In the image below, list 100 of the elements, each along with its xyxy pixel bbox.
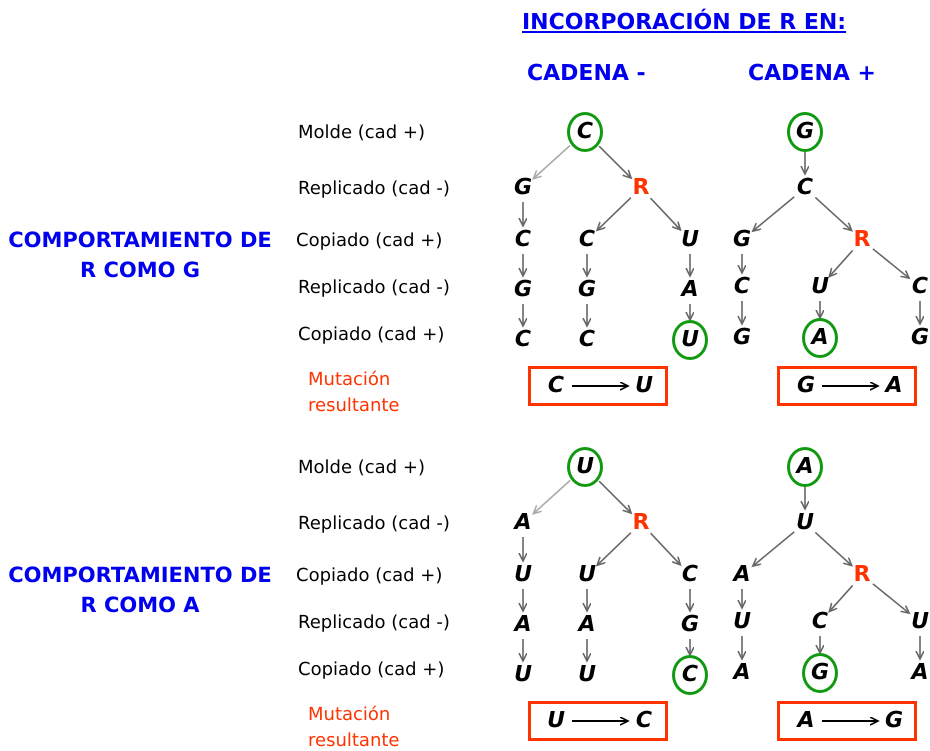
analog-letter: R <box>627 173 655 203</box>
arrow <box>752 531 795 567</box>
arrow <box>518 254 528 277</box>
circled-nucleotide: C <box>567 112 603 152</box>
nucleotide-letter: C <box>806 607 834 637</box>
nucleotide-letter: U <box>791 508 819 538</box>
arrow <box>650 198 682 231</box>
row-label: Replicado (cad -) <box>298 512 450 534</box>
nucleotide-letter: U <box>509 660 537 690</box>
row-label: Copiado (cad +) <box>296 564 442 586</box>
analog-letter: R <box>848 225 876 255</box>
arrow <box>582 639 592 662</box>
nucleotide-letter: U <box>573 660 601 690</box>
row-label: Copiado (cad +) <box>298 658 444 680</box>
row-label: Replicado (cad -) <box>298 612 450 632</box>
nucleotide-letter: G <box>676 610 704 640</box>
nucleotide-letter: U <box>509 560 537 590</box>
circled-nucleotide: A <box>787 447 823 487</box>
nucleotide-letter: C <box>906 272 930 302</box>
row-label: Replicado (cad -) <box>298 178 450 198</box>
nucleotide-letter: C <box>509 325 537 355</box>
nucleotide-letter: A <box>880 371 908 401</box>
section-heading: COMPORTAMIENTO DE R COMO G <box>7 227 273 284</box>
arrow <box>737 301 747 325</box>
column-heading: CADENA - <box>527 60 646 86</box>
arrow <box>518 589 528 612</box>
circled-nucleotide: U <box>567 447 603 487</box>
circled-nucleotide: G <box>802 653 838 693</box>
arrow <box>582 589 592 612</box>
heading: INCORPORACIÓN DE R EN: <box>522 10 846 35</box>
arrow <box>596 197 632 232</box>
arrow <box>582 304 592 327</box>
section-heading: COMPORTAMIENTO DE R COMO A <box>7 562 273 619</box>
arrow <box>596 532 632 566</box>
nucleotide-letter: C <box>676 560 704 590</box>
arrow <box>572 716 629 726</box>
nucleotide-letter: G <box>792 371 820 401</box>
arrow <box>828 250 854 278</box>
arrow <box>915 301 925 325</box>
arrow <box>814 196 852 232</box>
nucleotide-letter: G <box>573 275 601 305</box>
nucleotide-letter: A <box>792 706 820 736</box>
row-label: Mutación resultante <box>308 703 400 751</box>
arrow <box>685 304 695 321</box>
nucleotide-letter: G <box>728 323 756 353</box>
nucleotide-letter: U <box>728 607 756 637</box>
nucleotide-letter: C <box>630 706 658 736</box>
arrow <box>822 716 879 726</box>
arrow <box>814 532 852 566</box>
row-label: Molde (cad +) <box>298 122 425 142</box>
circled-nucleotide: G <box>787 112 823 152</box>
nucleotide-letter: A <box>728 658 756 688</box>
arrow <box>737 636 747 660</box>
circled-nucleotide: A <box>802 318 838 358</box>
arrow <box>815 301 825 319</box>
mutation-box <box>528 366 668 406</box>
arrow <box>650 532 682 566</box>
arrow <box>872 248 910 279</box>
nucleotide-letter: C <box>728 272 756 302</box>
arrow <box>915 636 925 660</box>
arrow <box>822 381 879 391</box>
nucleotide-letter: C <box>573 225 601 255</box>
circled-nucleotide: U <box>672 320 708 360</box>
arrow <box>737 254 747 274</box>
nucleotide-letter: U <box>906 607 930 637</box>
nucleotide-letter: U <box>630 371 658 401</box>
arrow <box>737 589 747 609</box>
nucleotide-letter: G <box>509 275 537 305</box>
row-label: Replicado (cad -) <box>298 276 450 298</box>
arrow <box>685 639 695 656</box>
nucleotide-letter: U <box>806 272 834 302</box>
row-label: Copiado (cad +) <box>298 324 444 344</box>
nucleotide-letter: A <box>676 275 704 305</box>
nucleotide-letter: C <box>542 371 570 401</box>
arrow <box>685 254 695 277</box>
arrow <box>532 480 571 514</box>
nucleotide-letter: U <box>542 706 570 736</box>
arrow <box>598 146 632 179</box>
arrow <box>532 144 571 180</box>
nucleotide-letter: U <box>573 560 601 590</box>
arrow <box>572 381 629 391</box>
arrow <box>518 202 528 227</box>
row-label: Mutación resultante <box>308 368 400 418</box>
nucleotide-letter: A <box>573 610 601 640</box>
analog-letter: R <box>627 508 655 538</box>
nucleotide-letter: G <box>509 173 537 203</box>
circled-nucleotide: C <box>672 655 708 695</box>
nucleotide-letter: C <box>573 325 601 355</box>
mutation-box <box>777 701 917 741</box>
arrow <box>582 254 592 277</box>
nucleotide-letter: G <box>906 323 930 353</box>
arrow <box>872 583 910 614</box>
nucleotide-letter: A <box>509 610 537 640</box>
nucleotide-letter: A <box>728 560 756 590</box>
nucleotide-letter: A <box>906 658 930 688</box>
arrow <box>598 480 632 514</box>
arrow <box>518 639 528 662</box>
nucleotide-letter: G <box>728 225 756 255</box>
nucleotide-letter: G <box>880 706 908 736</box>
column-heading: CADENA + <box>748 60 876 86</box>
